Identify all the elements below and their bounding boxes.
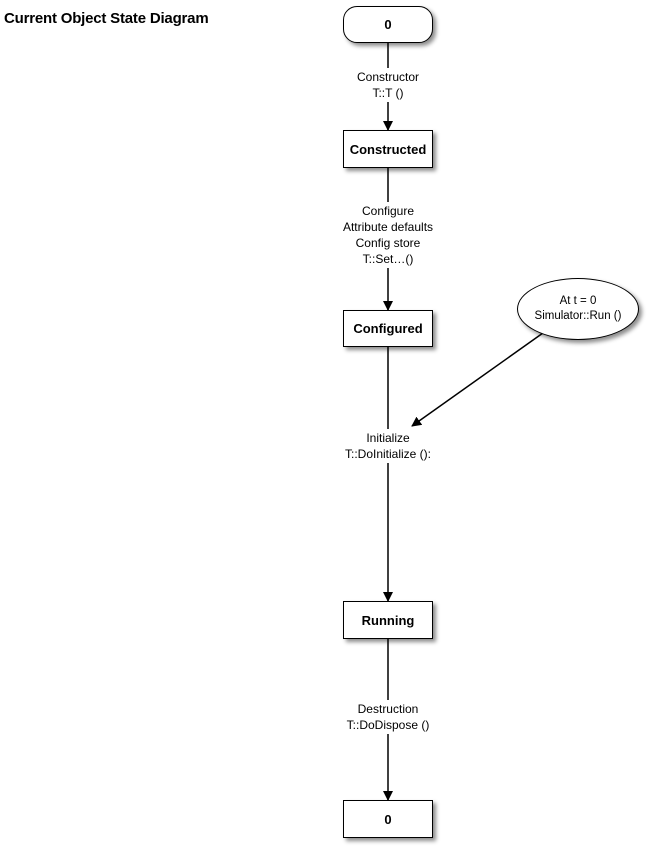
transition-label-construct: Constructor T::T () [354,68,422,102]
construct-line-1: Constructor [356,70,420,84]
state-final: 0 [343,800,433,838]
transition-label-configure: Configure Attribute defaults Config stor… [340,202,436,268]
configure-line-2: Attribute defaults [342,220,434,234]
initialize-line-1: Initialize [366,431,410,445]
diagram-title: Current Object State Diagram [4,10,209,27]
state-initial: 0 [343,6,433,43]
configure-line-3: Config store [355,236,421,250]
transition-label-initialize: Initialize T::DoInitialize (): [342,429,434,463]
state-running: Running [343,601,433,639]
state-configured: Configured [343,310,433,347]
configure-line-1: Configure [361,204,415,218]
trigger-line-2: Simulator::Run () [534,310,622,322]
initialize-line-2: T::DoInitialize (): [344,447,432,461]
transition-label-destruct: Destruction T::DoDispose () [344,700,432,734]
construct-line-2: T::T () [372,86,404,100]
edge-trigger-to-initialize [411,327,551,427]
destruct-line-2: T::DoDispose () [346,718,430,732]
configure-line-4: T::Set…() [362,252,414,266]
trigger-line-1: At t = 0 [559,295,597,307]
trigger-ellipse: At t = 0 Simulator::Run () [517,278,639,340]
state-constructed: Constructed [343,130,433,168]
destruct-line-1: Destruction [357,702,419,716]
